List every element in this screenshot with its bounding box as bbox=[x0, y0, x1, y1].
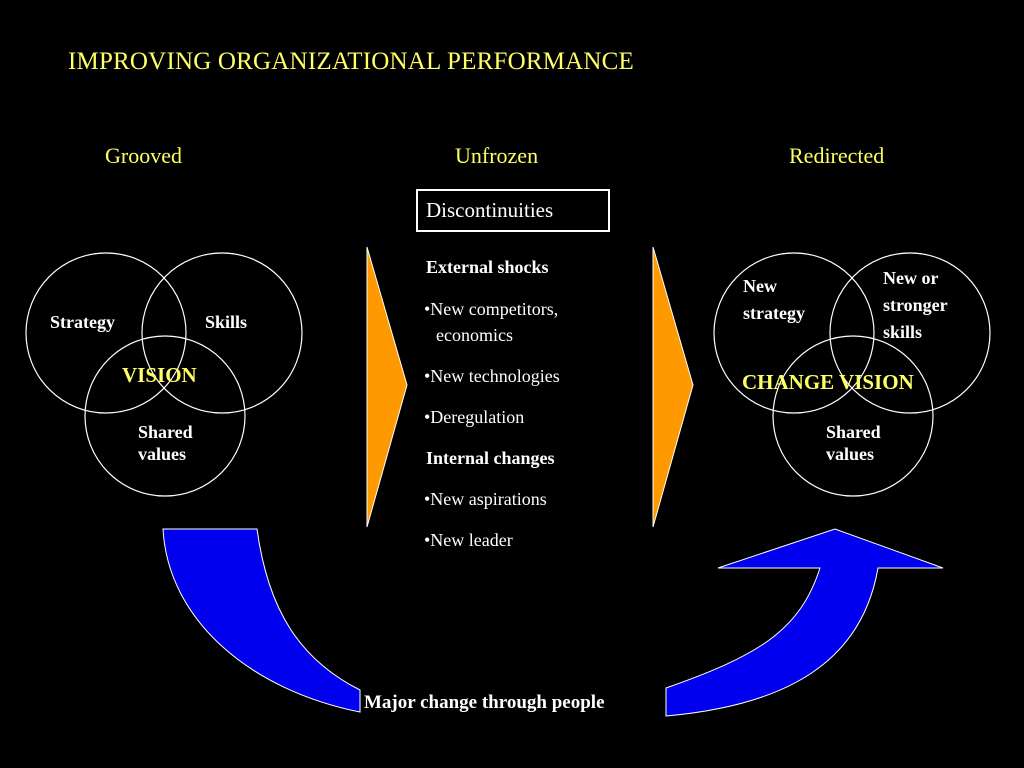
venn-left-values-label-line2: values bbox=[138, 444, 187, 464]
discontinuities-heading: Discontinuities bbox=[426, 198, 554, 222]
list-item-new-leader: •New leader bbox=[424, 530, 513, 550]
venn-right-strategy-label-line2: strategy bbox=[743, 303, 805, 323]
stage-label-redirected: Redirected bbox=[789, 143, 885, 168]
venn-right-vision-label: CHANGE VISION bbox=[742, 370, 914, 394]
list-item-deregulation: •Deregulation bbox=[424, 407, 525, 427]
venn-left-values-circle bbox=[84, 335, 246, 497]
venn-right-skills-circle bbox=[829, 252, 991, 414]
venn-right-values-circle bbox=[772, 335, 934, 497]
list-item-economics: economics bbox=[436, 325, 513, 345]
list-item-new-technologies: •New technologies bbox=[424, 366, 560, 386]
venn-right-values-label-line2: values bbox=[826, 444, 875, 464]
bottom-caption: Major change through people bbox=[364, 692, 605, 713]
curved-arrow-left bbox=[162, 528, 361, 713]
venn-right-values-label-line1: Shared bbox=[826, 422, 881, 442]
discontinuities-box bbox=[416, 189, 610, 232]
chevron-arrow-right bbox=[652, 246, 694, 528]
stage-label-grooved: Grooved bbox=[105, 143, 182, 168]
page-title: IMPROVING ORGANIZATIONAL PERFORMANCE bbox=[68, 48, 635, 75]
curved-arrow-right bbox=[665, 528, 944, 717]
stage-label-unfrozen: Unfrozen bbox=[455, 143, 539, 168]
venn-left-skills-label: Skills bbox=[205, 312, 248, 332]
venn-right-strategy-circle bbox=[713, 252, 875, 414]
venn-left-strategy-label: Strategy bbox=[50, 312, 115, 332]
venn-right-strategy-label-line1: New bbox=[743, 276, 777, 296]
list-item-new-competitors: •New competitors, bbox=[424, 299, 559, 319]
venn-right-skills-label-line3: skills bbox=[883, 322, 923, 342]
internal-changes-heading: Internal changes bbox=[426, 448, 555, 468]
external-shocks-heading: External shocks bbox=[426, 257, 549, 277]
venn-left-vision-label: VISION bbox=[122, 363, 197, 387]
venn-left-skills-circle bbox=[141, 252, 303, 414]
venn-left-strategy-circle bbox=[25, 252, 187, 414]
venn-right-skills-label-line2: stronger bbox=[883, 295, 948, 315]
venn-right-skills-label-line1: New or bbox=[883, 268, 939, 288]
chevron-arrow-left bbox=[366, 246, 408, 528]
list-item-new-aspirations: •New aspirations bbox=[424, 489, 547, 509]
venn-left-values-label-line1: Shared bbox=[138, 422, 193, 442]
